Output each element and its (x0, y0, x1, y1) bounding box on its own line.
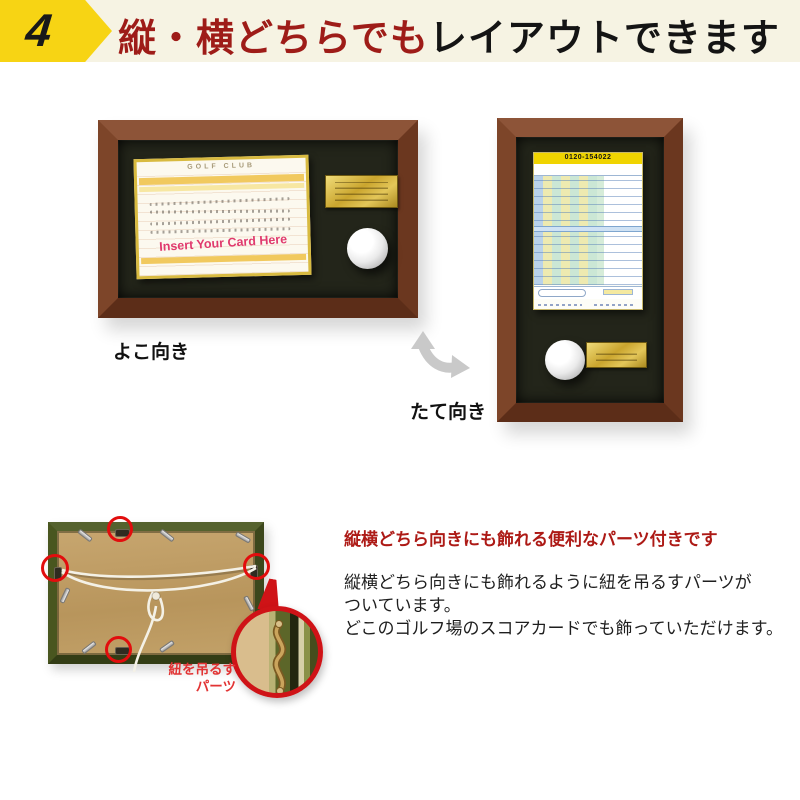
horizontal-scorecard: GOLF CLUB Insert Your Card Here (133, 154, 312, 280)
hang-point-circle-bottom (105, 636, 132, 663)
frame-back-photo (41, 516, 270, 673)
parts-description-line: どこのゴルフ場のスコアカードでも飾っていただけます。 (344, 619, 783, 638)
vertical-frame-mat: 0120-154022 (516, 137, 664, 403)
hanging-parts-label-line1: 紐を吊るす (168, 662, 237, 677)
step-number-badge: 4 (0, 0, 112, 62)
scorecard-footnote (594, 304, 634, 306)
scorecard-out-in-divider (534, 226, 642, 233)
vertical-scorecard: 0120-154022 (533, 152, 643, 310)
scorecard-phone-number: 0120-154022 (564, 154, 612, 161)
scorecard-subheader (534, 164, 642, 176)
scorecard-table (534, 176, 642, 285)
section-title-black: レイアウトできます (428, 18, 780, 60)
plate-engraving (596, 349, 637, 361)
scorecard-club-name: GOLF CLUB (187, 162, 256, 171)
parts-heading: 縦横どちら向きにも飾れる便利なパーツ付きです (344, 530, 718, 549)
horizontal-frame-mat: GOLF CLUB Insert Your Card Here (118, 140, 398, 298)
brass-name-plate (586, 342, 647, 368)
brass-name-plate (325, 175, 398, 208)
parts-description-line: ついています。 (344, 596, 461, 615)
section-title-red: 縦・横どちらでも (118, 18, 429, 60)
section-header: 4 縦・横どちらでもレイアウトできます (0, 0, 800, 62)
vertical-caption: たて向き (410, 402, 487, 423)
vertical-frame-photo: 0120-154022 (497, 118, 683, 422)
scorecard-total-cell (603, 289, 634, 295)
plate-engraving (335, 182, 388, 201)
section-title: 縦・横どちらでもレイアウトできます (118, 7, 780, 62)
scorecard-footer (534, 286, 642, 299)
golf-ball (545, 340, 585, 380)
parts-description: 縦横どちら向きにも飾れるように紐を吊るすパーツが ついています。 どこのゴルフ場… (344, 571, 800, 640)
hanging-parts-label-line2: パーツ (195, 679, 236, 694)
magnifier-detail-circle (231, 606, 323, 698)
scorecard-stamp-oval (538, 289, 586, 297)
hook-detail-icon (272, 620, 287, 693)
horizontal-frame-photo: GOLF CLUB Insert Your Card Here (98, 120, 418, 318)
hang-point-circle-left (41, 554, 69, 582)
scorecard-footnote (538, 304, 582, 306)
scorecard-header-band: 0120-154022 (534, 153, 642, 164)
hang-point-circle-top (107, 516, 133, 542)
hang-point-circle-right (243, 553, 270, 580)
hanging-parts-label: 紐を吊るす パーツ (140, 661, 237, 695)
horizontal-caption: よこ向き (113, 342, 190, 363)
parts-description-line: 縦横どちら向きにも飾れるように紐を吊るすパーツが (344, 573, 752, 592)
golf-ball (347, 228, 388, 269)
step-number: 4 (23, 4, 55, 56)
hanging-string (61, 564, 259, 673)
rotate-arrow-icon (396, 328, 472, 392)
